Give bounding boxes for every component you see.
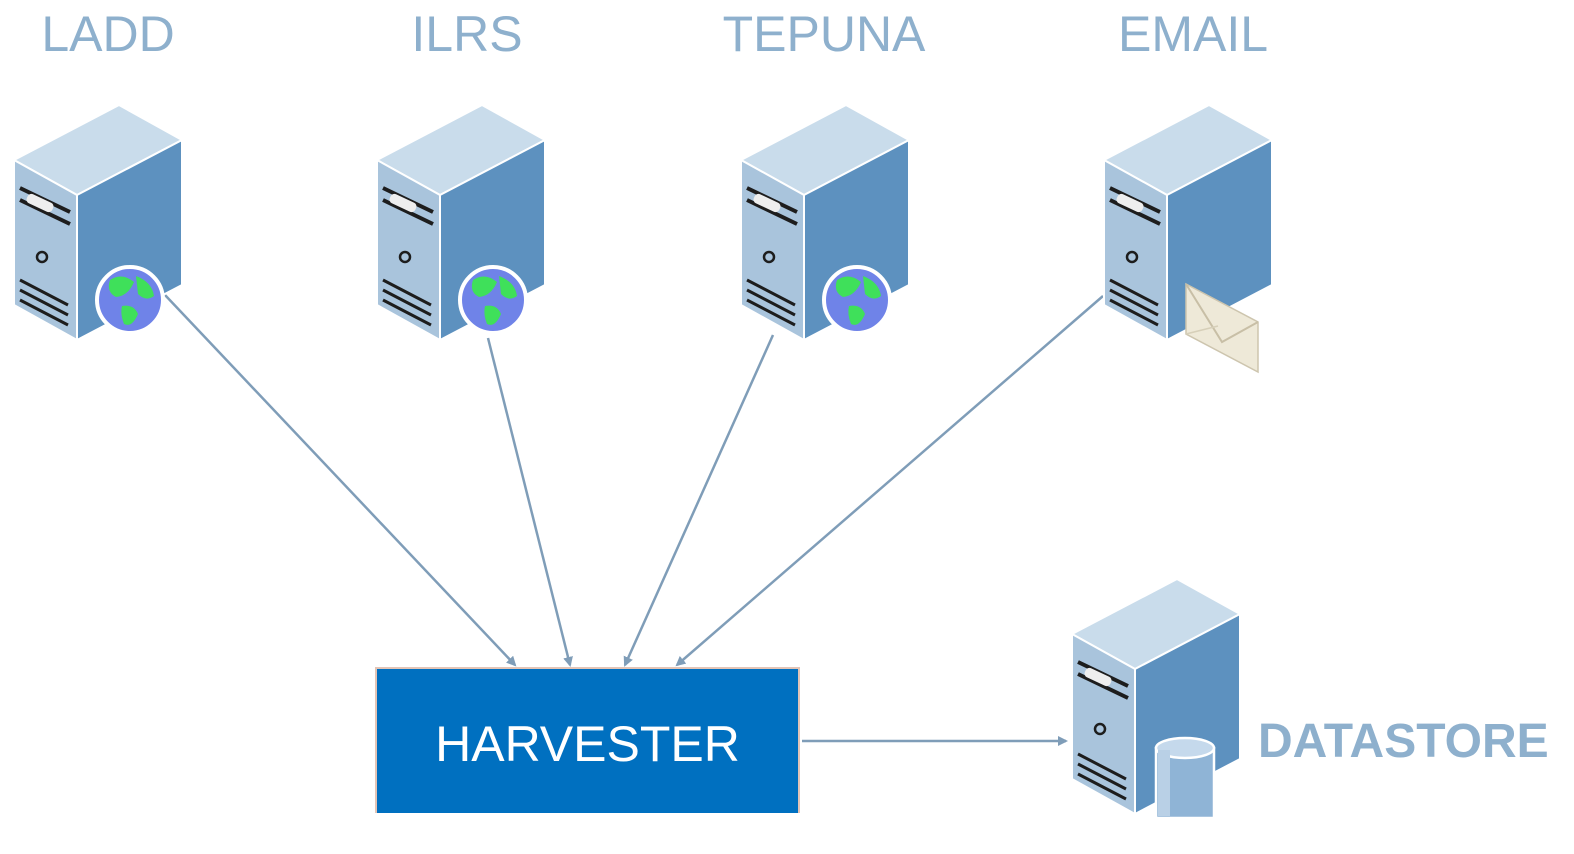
arrow-email-to-harvester [675, 295, 1104, 667]
server-icon-tepuna [738, 103, 912, 342]
server-icon-ilrs [374, 103, 548, 342]
server-icon-datastore [1069, 577, 1243, 820]
datastore-label: DATASTORE [1258, 715, 1549, 768]
source-label-ilrs: ILRS [411, 6, 523, 62]
harvester-label: HARVESTER [435, 716, 740, 772]
arrow-ladd-to-harvester [164, 294, 517, 667]
envelope-icon [1185, 282, 1259, 374]
server-icon-ladd [11, 103, 185, 342]
arrow-ilrs-to-harvester [486, 337, 573, 667]
database-icon [1154, 736, 1216, 820]
server-icon-email [1101, 103, 1275, 374]
globe-icon [95, 265, 165, 335]
source-label-ladd: LADD [41, 6, 175, 62]
harvester-box: HARVESTER [375, 667, 800, 813]
globe-icon [822, 265, 892, 335]
connector-arrows [164, 294, 1104, 746]
source-label-email: EMAIL [1117, 6, 1269, 62]
source-label-tepuna: TEPUNA [722, 6, 926, 62]
globe-icon [458, 265, 528, 335]
arrow-tepuna-to-harvester [623, 334, 775, 667]
